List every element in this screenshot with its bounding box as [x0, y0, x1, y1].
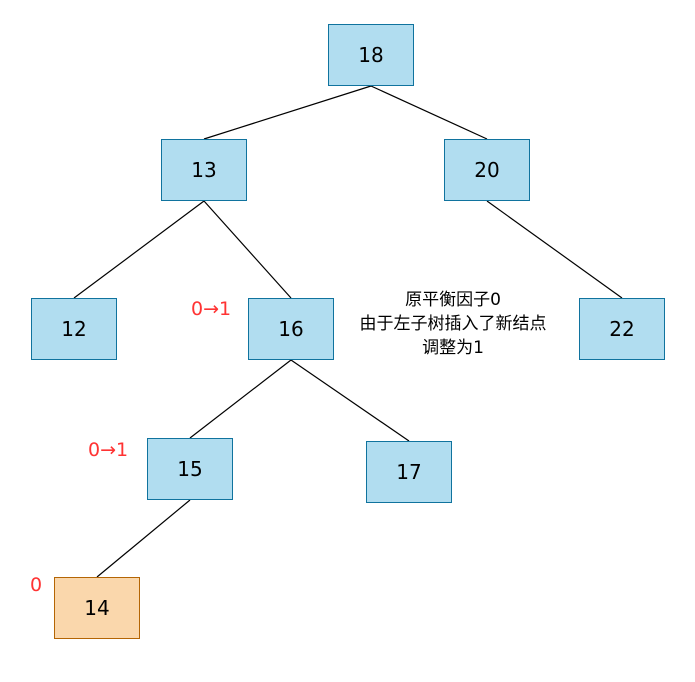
note-line-2: 由于左子树插入了新结点 — [359, 314, 547, 334]
edge-n15-n14 — [96, 499, 191, 578]
edge-n16-n17 — [290, 359, 410, 442]
balance-label-16: 0→1 — [191, 298, 232, 320]
note-line-3: 调整为1 — [422, 338, 484, 358]
node-12: 12 — [31, 298, 117, 360]
node-13: 13 — [161, 139, 247, 201]
balance-label-15: 0→1 — [88, 439, 129, 461]
edge-n16-n15 — [189, 359, 292, 439]
node-17: 17 — [366, 441, 452, 503]
balance-label-14: 0 — [30, 574, 43, 596]
node-16: 16 — [248, 298, 334, 360]
node-20: 20 — [444, 139, 530, 201]
node-14-inserted: 14 — [54, 577, 140, 639]
edge-n13-n12 — [73, 200, 205, 299]
balance-note: 原平衡因子0 由于左子树插入了新结点 调整为1 — [336, 288, 570, 360]
node-22: 22 — [579, 298, 665, 360]
edge-n20-n22 — [486, 200, 623, 299]
node-15: 15 — [147, 438, 233, 500]
edge-n18-n20 — [370, 85, 488, 140]
node-18: 18 — [328, 24, 414, 86]
edge-n13-n16 — [203, 200, 292, 299]
note-line-1: 原平衡因子0 — [405, 290, 501, 310]
edge-n18-n13 — [203, 85, 372, 140]
